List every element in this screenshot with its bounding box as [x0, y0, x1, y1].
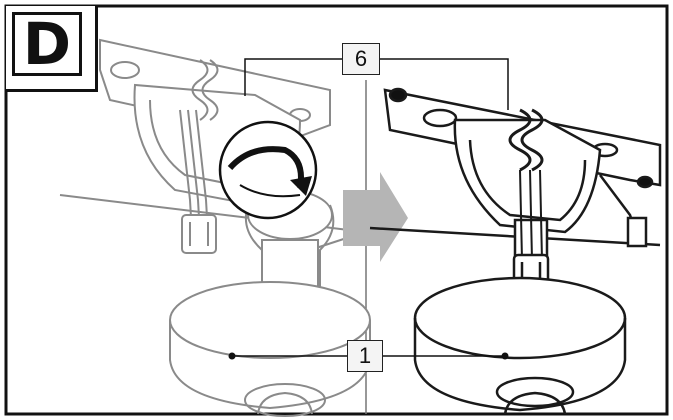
rotate-arrow-icon	[227, 146, 304, 189]
callout-6-leaders	[244, 58, 509, 110]
step-badge: D	[6, 6, 98, 92]
callout-1-dot-right	[501, 352, 509, 360]
step-label: D	[12, 12, 82, 76]
right-arrow-icon	[343, 172, 408, 262]
frame	[4, 4, 669, 416]
right-panel	[369, 87, 662, 415]
detail-magnifier	[218, 120, 318, 220]
callout-1-dot-left	[228, 352, 236, 360]
rotate-arrow-head	[290, 176, 312, 196]
callout-label-bottom: 1	[347, 340, 383, 372]
callout-label-top: 6	[342, 43, 380, 75]
left-panel	[59, 38, 371, 417]
